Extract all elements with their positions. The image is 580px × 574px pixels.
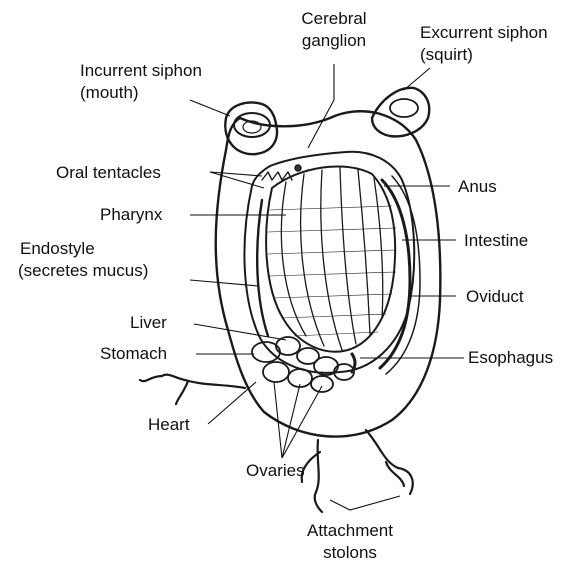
label-oviduct: Oviduct (466, 287, 524, 306)
label-oral-tentacles: Oral tentacles (56, 163, 161, 182)
gut-drawing (252, 337, 355, 392)
label-esophagus: Esophagus (468, 348, 553, 367)
label-attachment-stolons-1: Attachment (307, 521, 393, 540)
label-intestine: Intestine (464, 231, 528, 250)
pharynx-drawing (266, 166, 396, 351)
label-incurrent-siphon-2: (mouth) (80, 83, 139, 102)
mantle-drawing (244, 152, 414, 373)
label-attachment-stolons-2: stolons (323, 543, 377, 562)
tunicate-illustration (140, 88, 440, 512)
stolons-drawing (140, 375, 413, 512)
incurrent-siphon-drawing (225, 103, 277, 155)
label-anus: Anus (458, 177, 497, 196)
label-heart: Heart (148, 415, 190, 434)
label-excurrent-siphon-1: Excurrent siphon (420, 23, 548, 42)
label-incurrent-siphon-1: Incurrent siphon (80, 61, 202, 80)
label-pharynx: Pharynx (100, 205, 163, 224)
excurrent-siphon-drawing (372, 88, 429, 137)
label-endostyle-1: Endostyle (20, 239, 95, 258)
label-stomach: Stomach (100, 344, 167, 363)
label-liver: Liver (130, 313, 167, 332)
label-excurrent-siphon-2: (squirt) (420, 45, 473, 64)
label-ovaries: Ovaries (246, 461, 305, 480)
label-endostyle-2: (secretes mucus) (18, 261, 148, 280)
labels: Cerebral ganglion Excurrent siphon (squi… (18, 9, 553, 562)
label-cerebral-ganglion-2: ganglion (302, 31, 366, 50)
label-cerebral-ganglion-1: Cerebral (301, 9, 366, 28)
